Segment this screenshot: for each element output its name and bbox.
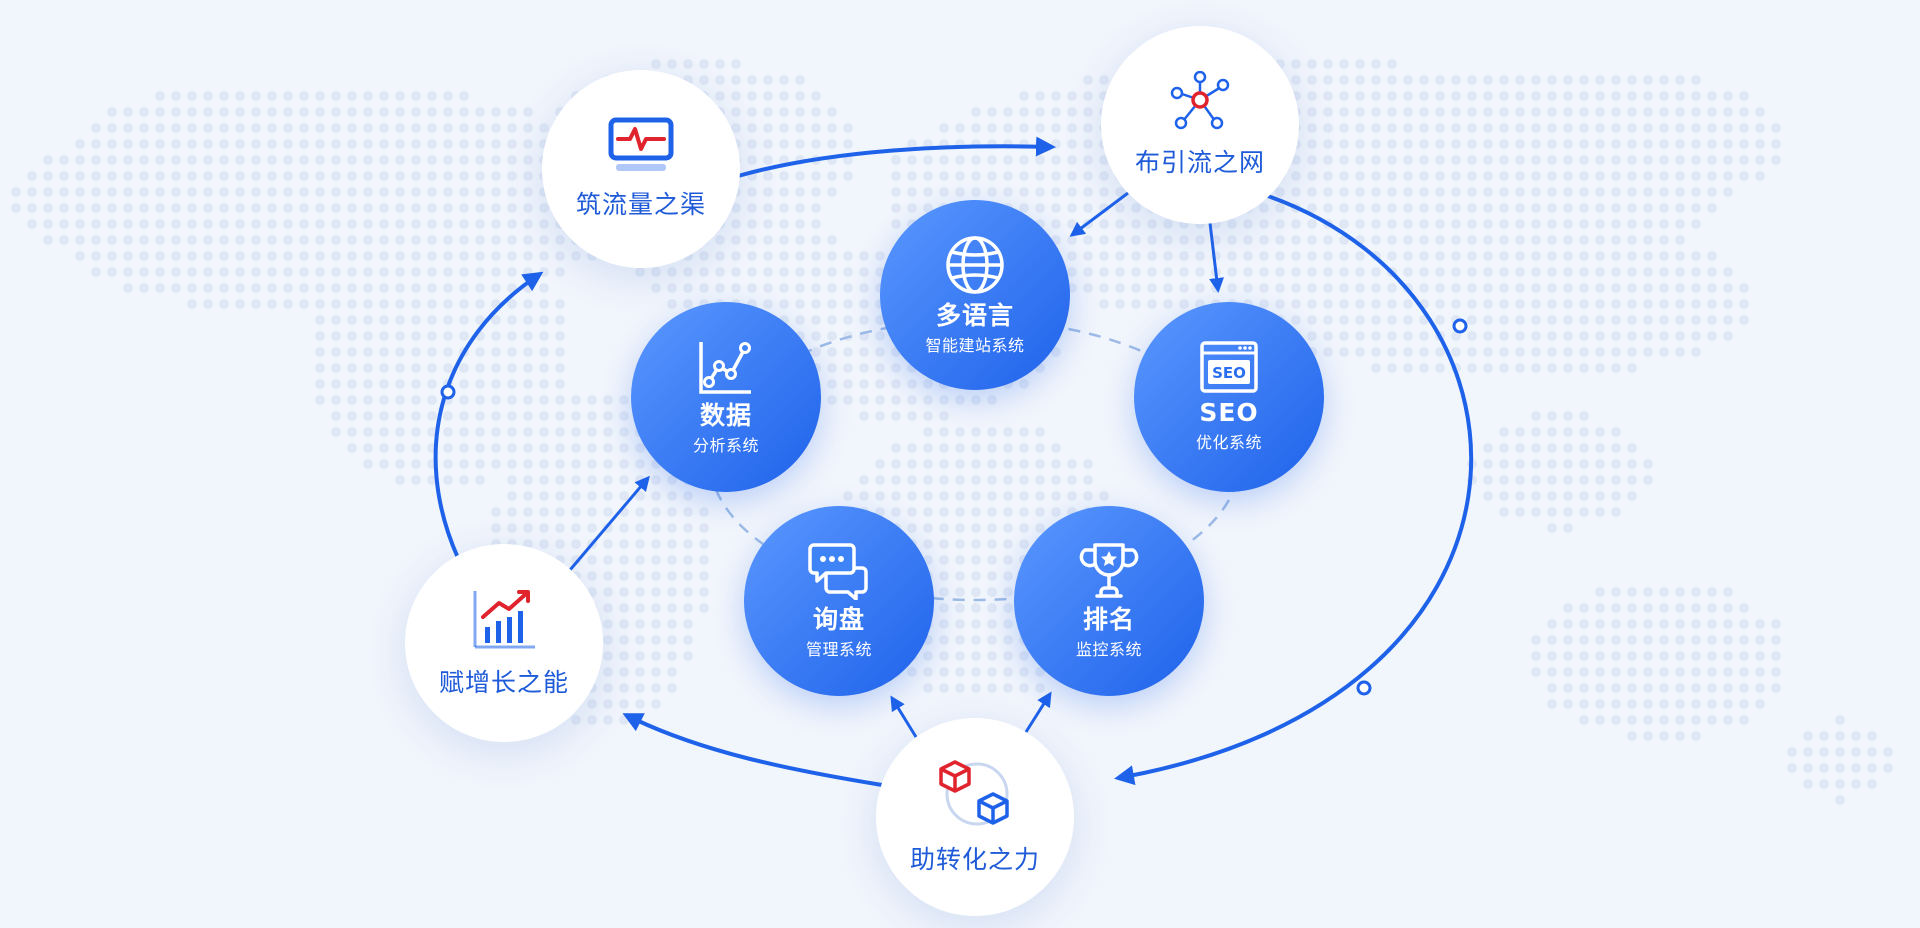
node-data-subtitle: 分析系统 (692, 436, 759, 456)
node-multilingual-subtitle: 智能建站系统 (925, 336, 1025, 356)
svg-text:SEO: SEO (1212, 364, 1246, 382)
node-seo-subtitle: 优化系统 (1195, 433, 1262, 453)
node-multilingual-title: 多语言 (935, 300, 1014, 330)
arc-dot-right-upper (1452, 318, 1468, 334)
monitor-pulse-icon (608, 117, 674, 171)
node-multilingual: 多语言 智能建站系统 (880, 200, 1070, 390)
node-build-traffic-label: 筑流量之渠 (575, 190, 706, 219)
node-seo-title: SEO (1199, 397, 1259, 427)
node-boost-conversion-label: 助转化之力 (909, 845, 1040, 874)
arc-conversion-to-growth (622, 713, 883, 787)
globe-icon (946, 236, 1004, 294)
arc-dot-right-lower (1356, 680, 1372, 696)
node-spread-network: 布引流之网 (1101, 26, 1299, 224)
cubes-icon (939, 760, 1009, 826)
world-map-dots (11, 59, 1893, 805)
node-build-traffic: 筑流量之渠 (542, 70, 740, 268)
arrow-growth-to-data (568, 475, 650, 571)
node-inquiry-subtitle: 管理系统 (805, 640, 872, 660)
node-data-title: 数据 (699, 400, 752, 430)
node-empower-growth-label: 赋增长之能 (438, 668, 569, 697)
chat-bubbles-icon (808, 543, 868, 600)
node-seo: SEO SEO 优化系统 (1134, 302, 1324, 492)
node-boost-conversion: 助转化之力 (876, 718, 1074, 916)
node-data: 数据 分析系统 (631, 302, 821, 492)
data-chart-icon (699, 341, 751, 394)
node-ranking-subtitle: 监控系统 (1075, 640, 1142, 660)
node-spread-network-label: 布引流之网 (1134, 148, 1265, 177)
arc-growth-to-build (433, 271, 544, 559)
arrow-conversion-to-ranking (1024, 691, 1052, 733)
arc-dot-left (440, 384, 456, 400)
growth-chart-icon (473, 590, 535, 649)
network-nodes-icon (1170, 71, 1230, 130)
arrow-network-to-multilingual (1069, 191, 1129, 237)
node-empower-growth: 赋增长之能 (405, 544, 603, 742)
node-inquiry: 询盘 管理系统 (744, 506, 934, 696)
arrow-conversion-to-inquiry (890, 695, 918, 738)
node-ranking: 排名 监控系统 (1014, 506, 1204, 696)
arc-build-to-network (737, 136, 1056, 178)
seo-browser-icon: SEO (1200, 341, 1258, 393)
arc-network-to-conversion (1114, 194, 1474, 786)
arrow-network-to-seo (1208, 222, 1225, 293)
node-ranking-title: 排名 (1082, 604, 1135, 634)
node-inquiry-title: 询盘 (812, 604, 865, 634)
trophy-icon (1079, 543, 1139, 598)
